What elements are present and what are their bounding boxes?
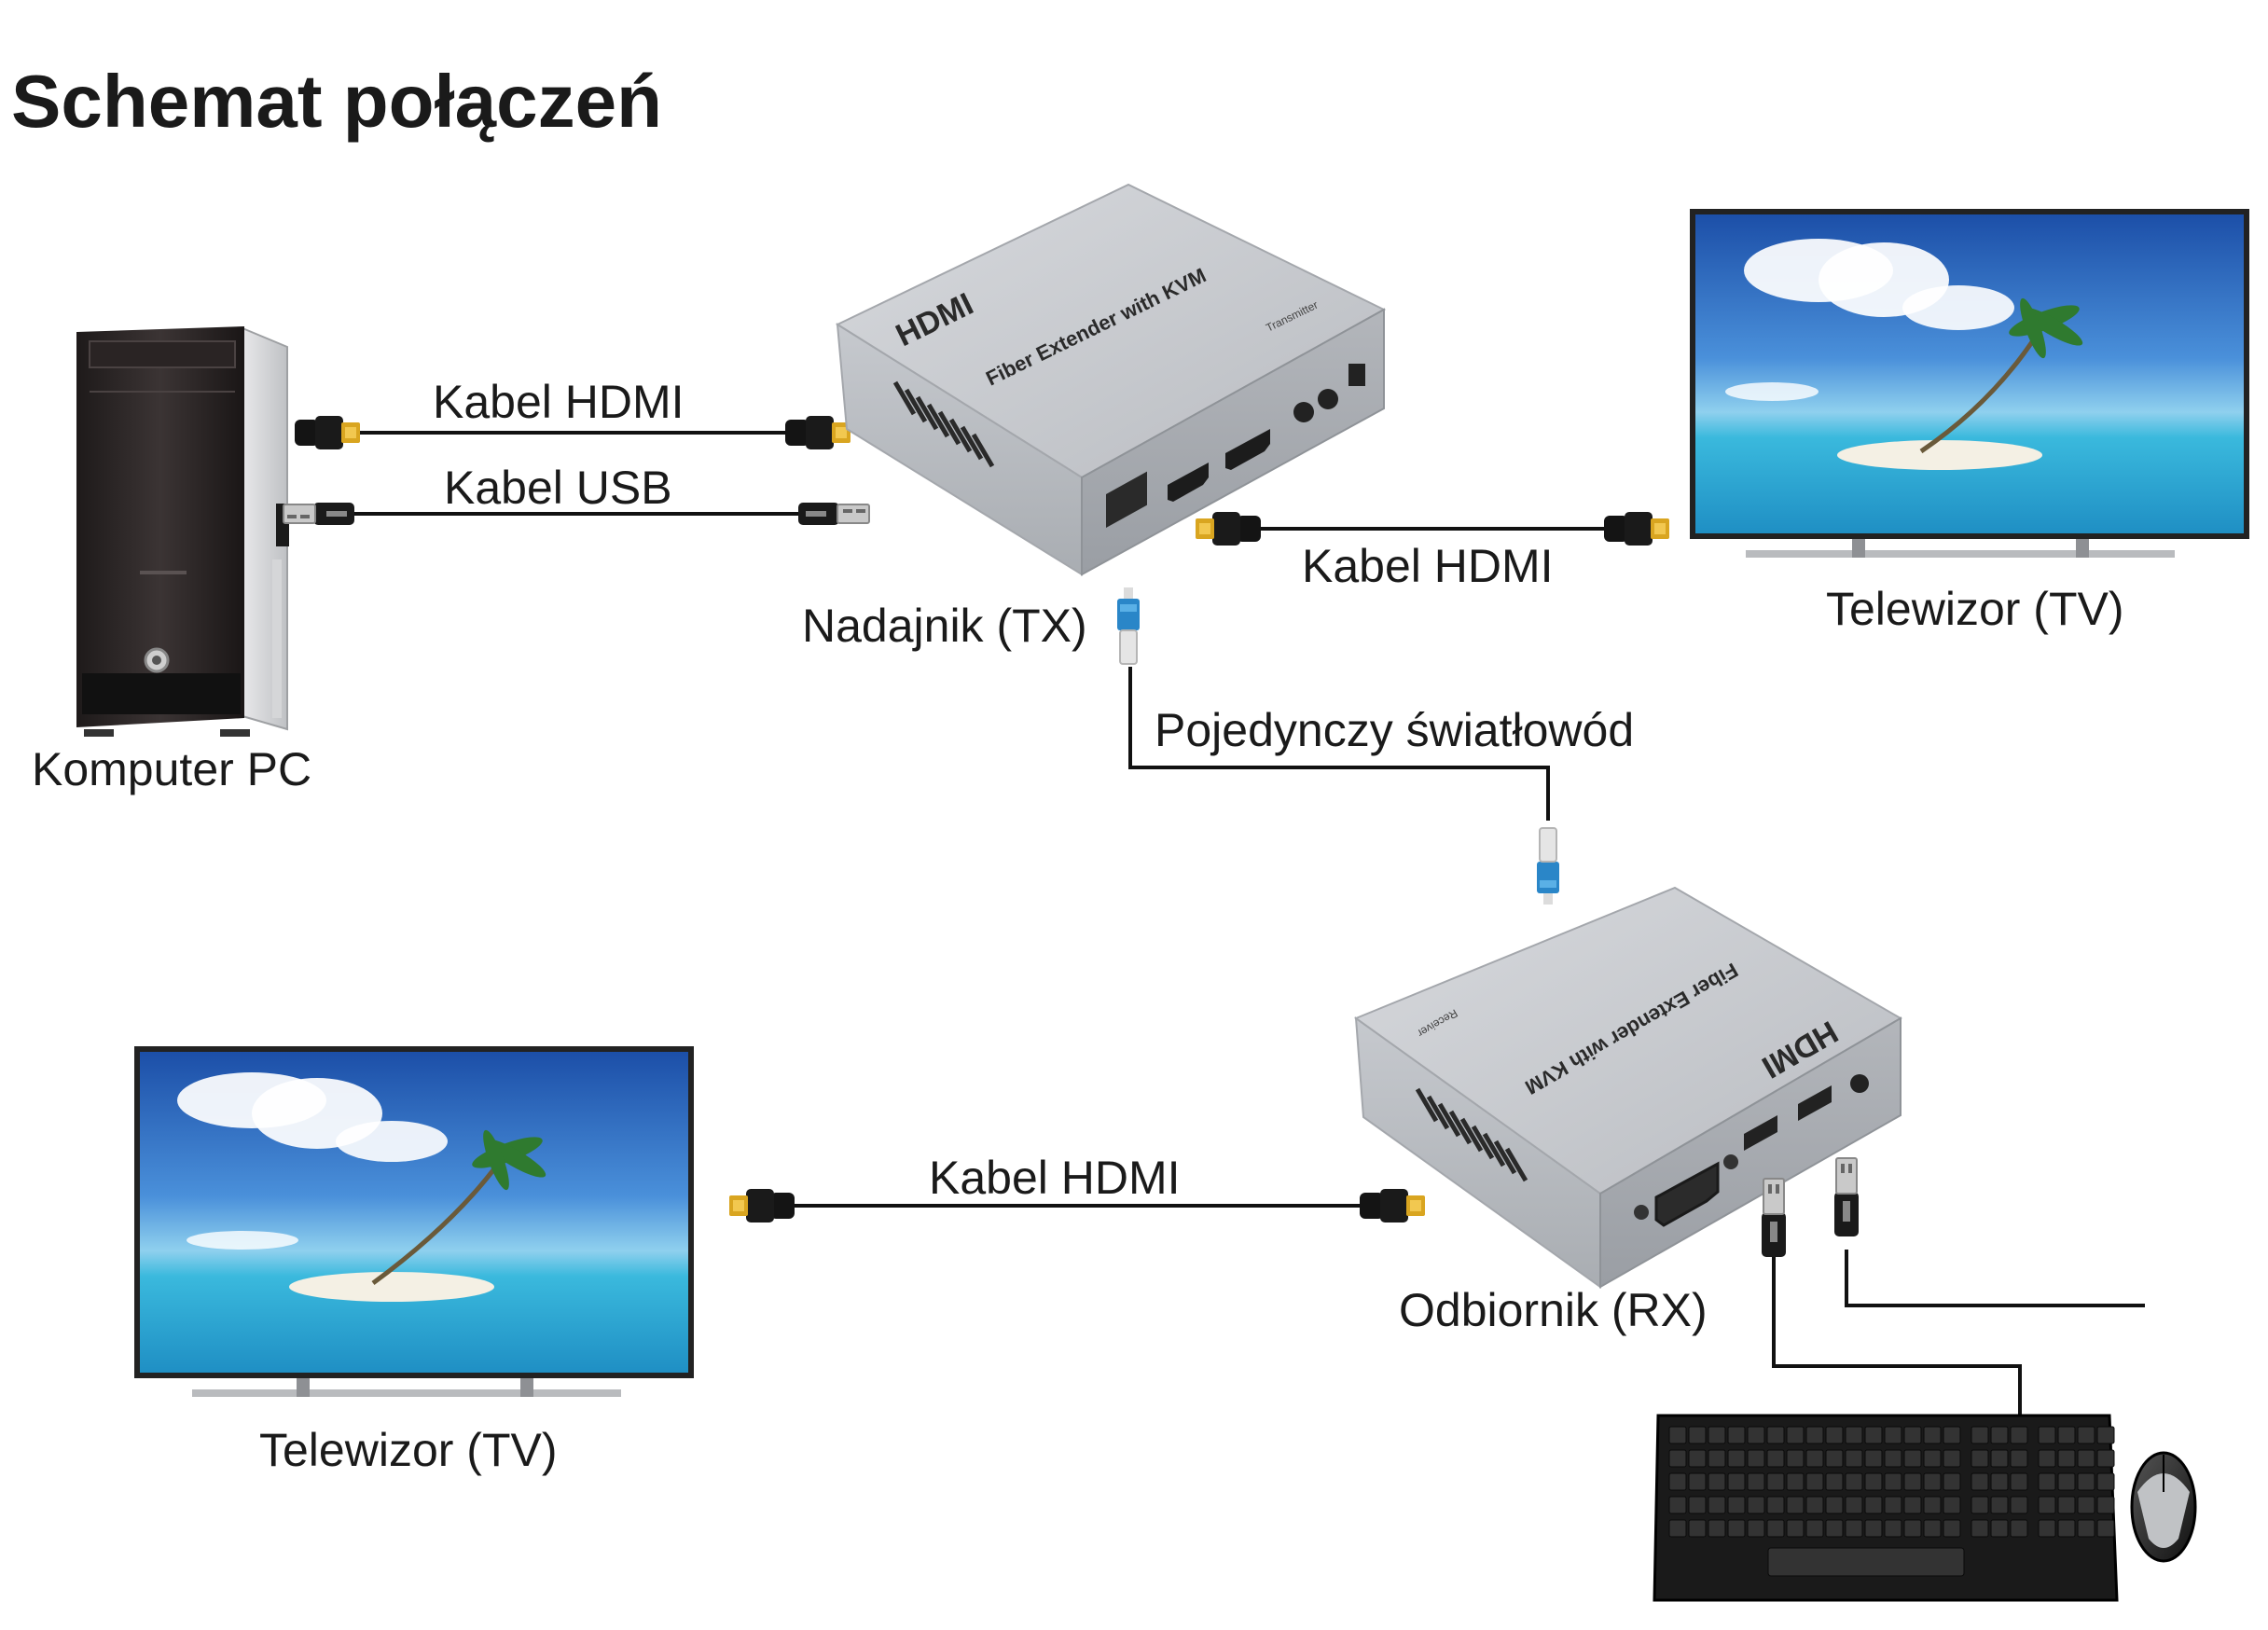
mouse-icon — [2130, 1451, 2197, 1563]
label-hdmi-rx-tv: Kabel HDMI — [929, 1152, 1181, 1204]
hdmi-plug-icon — [1604, 512, 1669, 546]
tv-bottom — [134, 1046, 694, 1397]
cables — [325, 431, 2145, 1422]
label-hdmi-pc-tx: Kabel HDMI — [433, 376, 685, 428]
page-title: Schemat połączeń — [11, 60, 662, 143]
transmitter-device: HDMI Fiber Extender with KVM Transmitter — [835, 183, 1387, 576]
fiber-cable — [1128, 667, 1550, 821]
usb-cable-rx-mouse — [1845, 1250, 2145, 1307]
label-tv-top: Telewizor (TV) — [1826, 583, 2123, 635]
label-fiber: Pojedynczy światłowód — [1155, 704, 1634, 756]
fiber-connector-icon — [1116, 587, 1141, 665]
hdmi-plug-icon — [295, 416, 360, 449]
usb-plug-icon — [797, 502, 870, 526]
label-rx: Odbiornik (RX) — [1399, 1284, 1708, 1336]
hdmi-plug-icon — [1360, 1189, 1425, 1222]
usb-cable-rx-keyboard — [1772, 1250, 2022, 1422]
hdmi-plug-icon — [1196, 512, 1261, 546]
label-tv-bottom: Telewizor (TV) — [259, 1424, 557, 1476]
label-usb-pc-tx: Kabel USB — [444, 462, 672, 514]
receiver-device: HDMI Fiber Extender with KVM Receiver — [1353, 886, 1902, 1289]
label-pc: Komputer PC — [32, 743, 311, 795]
label-tx: Nadajnik (TX) — [802, 600, 1087, 652]
hdmi-plug-icon — [785, 416, 850, 449]
usb-plug-icon — [283, 502, 355, 526]
pc-tower — [76, 326, 289, 737]
tv-top — [1690, 209, 2249, 558]
usb-plug-icon — [1761, 1178, 1787, 1258]
fiber-connector-icon — [1536, 827, 1560, 905]
hdmi-plug-icon — [729, 1189, 795, 1222]
label-hdmi-tx-tv: Kabel HDMI — [1302, 540, 1554, 592]
usb-plug-icon — [1833, 1157, 1860, 1237]
keyboard-icon — [1653, 1414, 2119, 1602]
